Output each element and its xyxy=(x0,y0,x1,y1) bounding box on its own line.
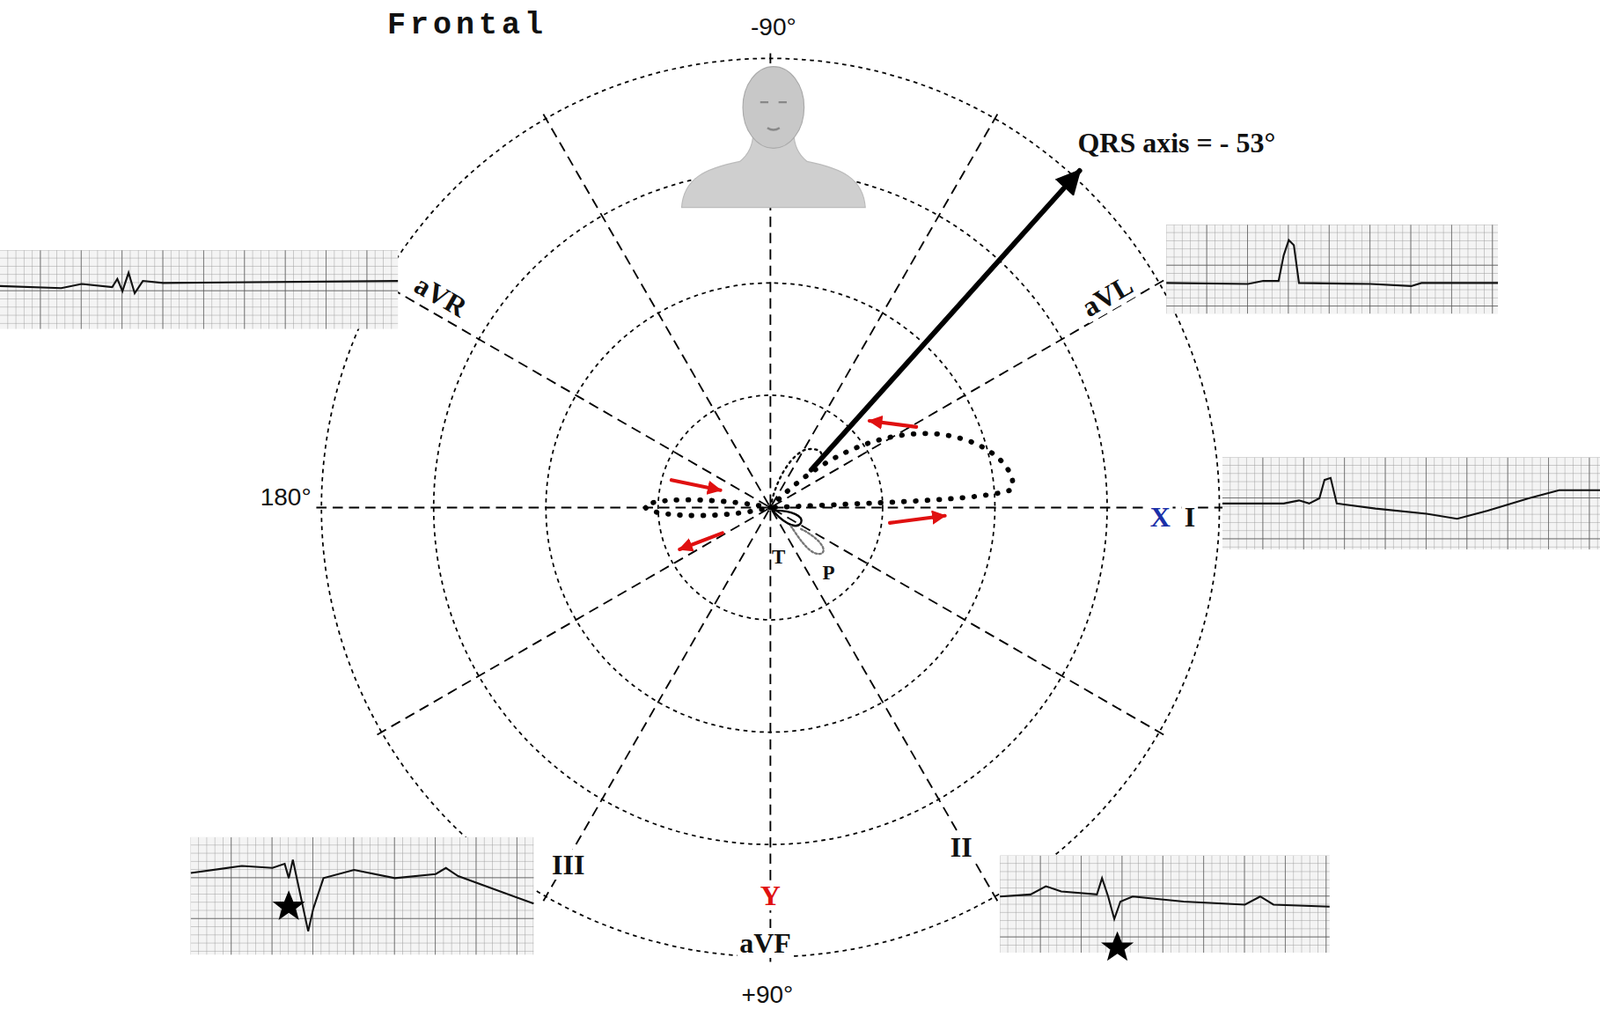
angle-label: +90° xyxy=(741,982,794,1007)
ecg-strips xyxy=(0,224,1600,961)
star-marker xyxy=(1100,931,1134,962)
angle-label: 180° xyxy=(260,484,312,510)
axis-letter: X xyxy=(1147,501,1174,532)
title: Frontal xyxy=(387,9,548,41)
lead-label: I xyxy=(1181,501,1198,532)
lead-axis xyxy=(543,114,998,902)
axis-label: QRS axis = - 53° xyxy=(1077,128,1276,157)
lead-axis xyxy=(543,114,998,902)
axis-letter: Y xyxy=(757,880,784,911)
lead-label: aVR xyxy=(407,267,475,324)
lead-label: II xyxy=(947,831,976,862)
wave-label: T xyxy=(771,545,786,566)
star-marker xyxy=(272,889,306,920)
lead-label: aVF xyxy=(736,927,794,958)
lead-axis xyxy=(377,280,1165,735)
head-figure xyxy=(682,66,867,208)
lead-label: aVL xyxy=(1074,268,1141,324)
lead-label: III xyxy=(549,849,588,880)
angle-label: -90° xyxy=(750,14,797,40)
wave-label: P xyxy=(822,562,835,583)
